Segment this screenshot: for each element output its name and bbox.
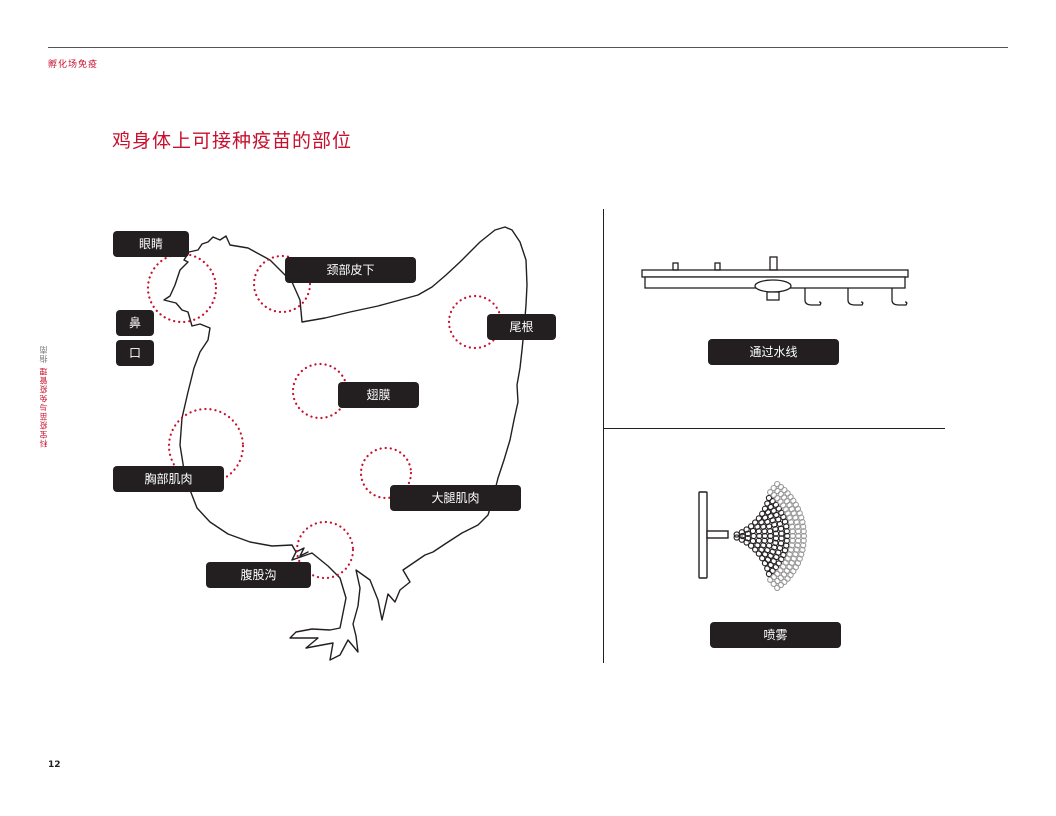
spray-droplet [770, 491, 778, 499]
spray-droplet [750, 532, 757, 540]
label-wing-web: 翅膜 [338, 382, 419, 408]
spray-droplet [765, 494, 773, 502]
spray-droplet [743, 526, 750, 533]
vaccination-sites [146, 252, 503, 580]
spray-droplet [767, 503, 774, 511]
horizontal-divider [603, 428, 945, 429]
spray-droplet [774, 570, 781, 577]
spray-droplet [749, 527, 757, 535]
spray-droplet [759, 510, 766, 517]
spray-droplet [780, 571, 788, 578]
spray-droplet [774, 487, 781, 495]
spray-droplet [769, 498, 776, 505]
spray-droplet [777, 574, 784, 582]
spray-droplet [787, 571, 794, 579]
spray-droplet [784, 490, 791, 497]
site-eye-circle [146, 252, 218, 324]
water-line-drinker [641, 256, 909, 306]
spray-droplet [752, 546, 759, 553]
label-thigh: 大腿肌肉 [390, 485, 521, 511]
top-rule [48, 47, 1008, 48]
spray-nozzle [698, 491, 729, 579]
page-title: 鸡身体上可接种疫苗的部位 [112, 130, 353, 152]
label-neck: 颈部皮下 [285, 257, 416, 283]
spray-droplet [781, 486, 788, 494]
spray-droplet [772, 564, 780, 571]
spray-droplet [744, 530, 752, 537]
label-spray: 喷雾 [710, 622, 841, 648]
spray-droplet [784, 575, 791, 582]
spray-droplet [770, 580, 777, 588]
site-groin-circle [295, 520, 355, 580]
spray-droplet [767, 561, 774, 569]
site-thigh-circle [359, 446, 413, 500]
spray-droplets [733, 480, 808, 592]
spray-droplet [764, 565, 771, 572]
label-eye: 眼睛 [113, 231, 189, 257]
label-groin: 腹股沟 [206, 562, 311, 588]
spray-droplet [800, 537, 807, 544]
label-water-line: 通过水线 [708, 339, 839, 365]
spray-droplet [777, 567, 784, 574]
spray-droplet [767, 576, 774, 583]
spray-droplet [755, 550, 763, 557]
spray-droplet [764, 500, 771, 507]
spray-droplet [747, 542, 755, 549]
label-nose: 鼻 [116, 310, 154, 336]
spray-droplet [761, 551, 769, 558]
spray-droplet [774, 495, 781, 502]
spray-droplet [744, 535, 752, 542]
site-breast-circle [167, 407, 245, 485]
spray-droplet [759, 555, 766, 562]
spray-droplet [743, 539, 750, 546]
spray-droplet [761, 560, 769, 567]
spray-droplet [777, 490, 784, 498]
page-number: 12 [48, 760, 61, 770]
spray-droplet [733, 531, 740, 538]
spray-droplet [777, 483, 785, 491]
spray-droplet [774, 584, 781, 592]
spray-droplet [800, 523, 807, 530]
spray-droplet [765, 570, 773, 578]
spray-droplet [733, 534, 740, 541]
label-breast: 胸部肌肉 [113, 466, 224, 492]
spray-droplet [781, 578, 788, 586]
spray-droplet [738, 529, 745, 536]
spray-droplet [770, 558, 777, 565]
spray-droplet [738, 536, 745, 543]
vertical-divider [603, 209, 604, 663]
site-neck-circle [252, 254, 312, 314]
label-mouth: 口 [116, 340, 154, 366]
section-label: 孵化场免疫 [48, 60, 99, 70]
label-tail: 尾根 [487, 314, 556, 340]
spray-droplet [769, 567, 776, 574]
spray-droplet [739, 532, 746, 540]
chicken-outline [163, 226, 528, 661]
